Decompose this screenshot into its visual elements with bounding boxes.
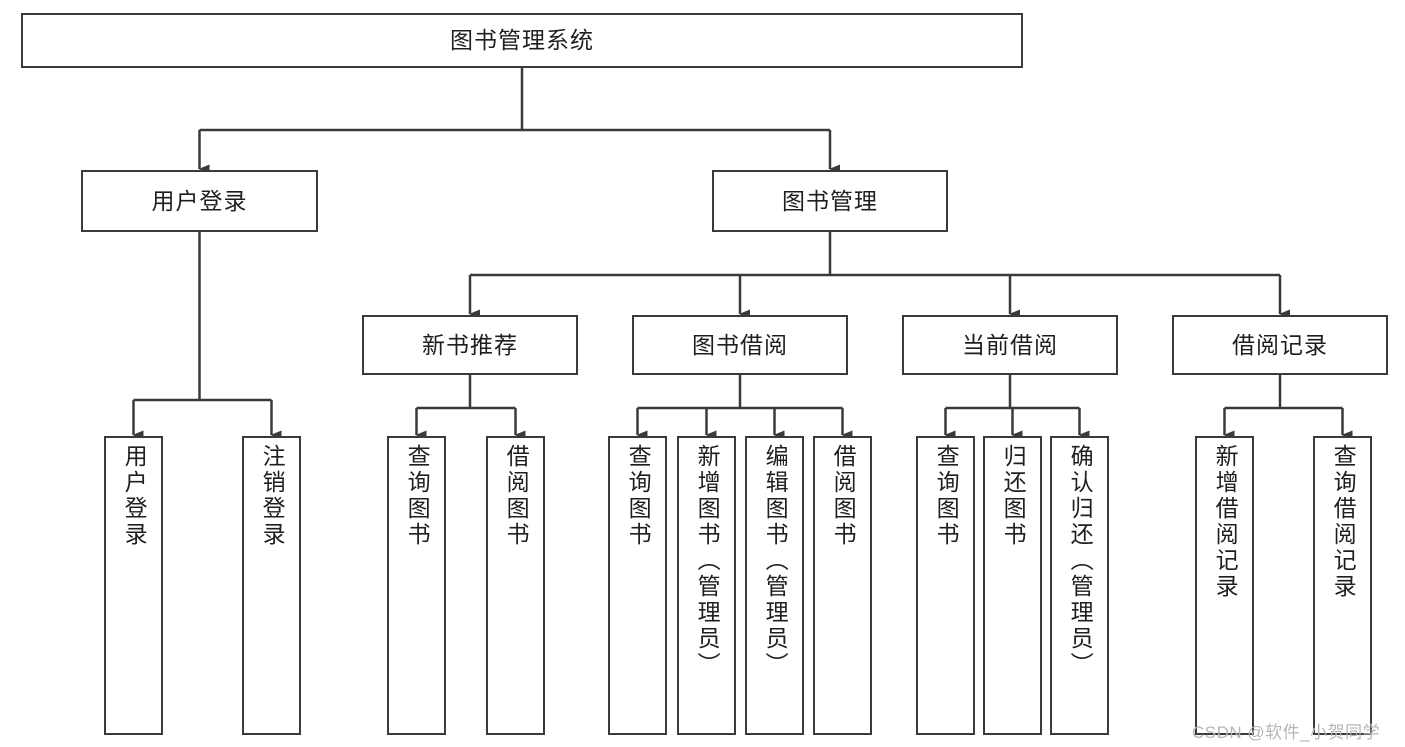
edge-group — [132, 68, 1353, 440]
node-label: 新增图书（管理员） — [694, 444, 721, 678]
node-label: 用户登录 — [121, 444, 148, 548]
node-leaf-return-book[interactable]: 归还图书 — [983, 436, 1042, 735]
node-label: 新增借阅记录 — [1212, 444, 1239, 600]
node-label: 确认归还（管理员） — [1067, 444, 1094, 678]
node-book-borrow[interactable]: 图书借阅 — [632, 315, 848, 375]
node-label: 当前借阅 — [962, 331, 1058, 358]
node-new-book-rec[interactable]: 新书推荐 — [362, 315, 578, 375]
node-label: 新书推荐 — [422, 331, 518, 358]
node-label: 借阅图书 — [830, 444, 857, 548]
node-leaf-borrow-book-1[interactable]: 借阅图书 — [486, 436, 545, 735]
node-borrow-record[interactable]: 借阅记录 — [1172, 315, 1388, 375]
node-label: 查询图书 — [625, 444, 652, 548]
node-label: 图书管理系统 — [450, 27, 594, 54]
node-label: 查询图书 — [933, 444, 960, 548]
node-label: 图书管理 — [782, 187, 878, 214]
node-label: 查询图书 — [404, 444, 431, 548]
node-label: 借阅图书 — [503, 444, 530, 548]
node-leaf-query-book-3[interactable]: 查询图书 — [916, 436, 975, 735]
node-leaf-query-book-1[interactable]: 查询图书 — [387, 436, 446, 735]
node-user-login[interactable]: 用户登录 — [81, 170, 318, 232]
node-label: 归还图书 — [1000, 444, 1027, 548]
node-leaf-borrow-book-2[interactable]: 借阅图书 — [813, 436, 872, 735]
node-leaf-add-book[interactable]: 新增图书（管理员） — [677, 436, 736, 735]
node-leaf-query-book-2[interactable]: 查询图书 — [608, 436, 667, 735]
node-label: 图书借阅 — [692, 331, 788, 358]
csdn-watermark: CSDN @软件_小贺同学 — [1192, 723, 1381, 742]
node-root[interactable]: 图书管理系统 — [21, 13, 1023, 68]
node-leaf-add-record[interactable]: 新增借阅记录 — [1195, 436, 1254, 735]
node-leaf-query-record[interactable]: 查询借阅记录 — [1313, 436, 1372, 735]
node-book-manage[interactable]: 图书管理 — [712, 170, 948, 232]
node-leaf-logout[interactable]: 注销登录 — [242, 436, 301, 735]
node-label: 注销登录 — [259, 444, 286, 548]
node-label: 查询借阅记录 — [1330, 444, 1357, 600]
node-leaf-edit-book[interactable]: 编辑图书（管理员） — [745, 436, 804, 735]
node-current-borrow[interactable]: 当前借阅 — [902, 315, 1118, 375]
node-label: 用户登录 — [151, 187, 248, 214]
node-label: 编辑图书（管理员） — [762, 444, 789, 678]
node-leaf-confirm-return[interactable]: 确认归还（管理员） — [1050, 436, 1109, 735]
node-leaf-user-login[interactable]: 用户登录 — [104, 436, 163, 735]
node-label: 借阅记录 — [1232, 331, 1328, 358]
